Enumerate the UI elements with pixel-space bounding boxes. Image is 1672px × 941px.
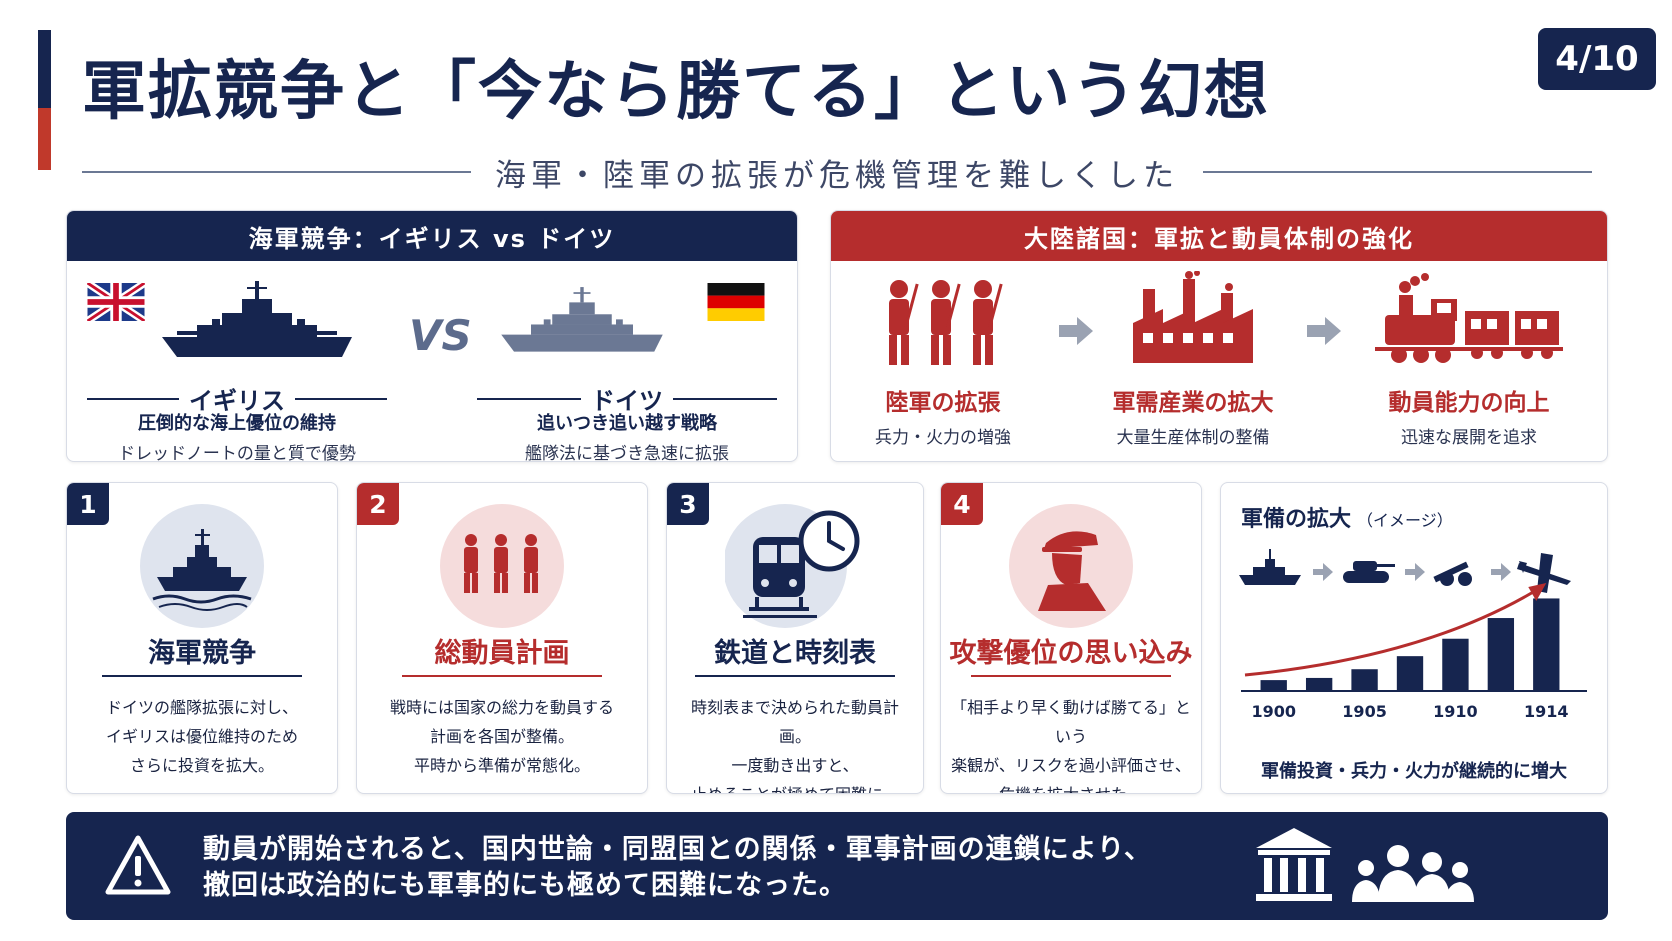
card-total-mobilization: 2 総動員計画 戦時には国家の総力を動員する 計画を各国が整備。 平時から準備が…	[356, 482, 648, 794]
conclusion-banner: 動員が開始されると、国内世論・同盟国との関係・軍事計画の連鎖により、 撤回は政治…	[66, 812, 1608, 920]
chart-tick-label: 1905	[1342, 702, 1387, 721]
subtitle-row: 海軍・陸軍の拡張が危機管理を難しくした	[82, 148, 1592, 196]
uk-flag-icon	[87, 283, 145, 321]
step-munitions-sub: 大量生産体制の整備	[1116, 428, 1270, 448]
chart-tick-label: 1914	[1524, 702, 1569, 721]
card-total-mobilization-title: 総動員計画	[434, 638, 570, 669]
arrow-right-icon	[1491, 563, 1511, 581]
naval-race-panel: 海軍競争：イギリス vs ドイツ イギ	[66, 210, 798, 462]
warning-icon	[105, 835, 171, 895]
tank-icon	[1343, 561, 1395, 583]
step-munitions-title: 軍需産業の拡大	[1112, 390, 1274, 416]
step-army-title: 陸軍の拡張	[885, 390, 1001, 416]
versus-label: VS	[409, 311, 472, 360]
arrow-right-icon	[1405, 563, 1425, 581]
germany-detail: 艦隊法に基づき急速に拡張	[525, 444, 729, 462]
card-railway-timetable-title: 鉄道と時刻表	[714, 638, 876, 669]
card-naval-race: 1 海軍競争 ドイツの艦隊拡張に対し、 イギリスは優位維持のため さらに投資を拡…	[66, 482, 338, 794]
chart-bar	[1487, 618, 1515, 691]
step-army-expansion: 陸軍の拡張 兵力・火力の増強	[843, 271, 1043, 461]
card-total-mobilization-body: 戦時には国家の総力を動員する 計画を各国が整備。 平時から準備が常態化。	[389, 698, 614, 775]
factory-icon	[1133, 271, 1253, 363]
title-accent-bar	[38, 30, 51, 170]
government-building-icon	[1256, 828, 1332, 901]
page-subtitle: 海軍・陸軍の拡張が危機管理を難しくした	[495, 157, 1179, 194]
page-number-badge: 4/10	[1538, 28, 1656, 90]
chart-footer: 軍備投資・兵力・火力が継続的に増大	[1261, 761, 1567, 782]
weapon-icons-row	[1239, 549, 1571, 593]
step-army-sub: 兵力・火力の増強	[875, 428, 1011, 448]
trend-arrow	[1244, 587, 1540, 677]
card-offensive-doctrine-title: 攻撃優位の思い込み	[949, 638, 1193, 669]
page-title: 軍拡競争と「今なら勝てる」という幻想	[82, 55, 1270, 129]
card-number-2: 2	[357, 483, 399, 525]
chart-bar	[1305, 677, 1333, 691]
steam-train-icon	[1375, 273, 1563, 363]
chart-bar	[1533, 598, 1560, 691]
trend-arrow-head	[1528, 583, 1547, 601]
arrow-right-icon	[1313, 563, 1333, 581]
warship-icon	[1239, 549, 1301, 585]
step-munitions: 軍需産業の拡大 大量生産体制の整備	[1093, 271, 1293, 461]
chart-tick-label: 1910	[1433, 702, 1478, 721]
germany-side: ドイツ 追いつき追い越す戦略 艦隊法に基づき急速に拡張	[477, 271, 777, 461]
chart-title: 軍備の拡大（イメージ）	[1241, 507, 1453, 532]
arrow-right-icon	[1059, 317, 1093, 345]
card-offensive-doctrine: 4 攻撃優位の思い込み 「相手より早く動けば勝てる」という 楽観が、リスクを過小…	[940, 482, 1202, 794]
german-battleship-icon	[501, 287, 663, 352]
arms-buildup-chart-card: 軍備の拡大（イメージ） 1900 1905 1910 1914 軍備投資・兵力・火力が…	[1220, 482, 1608, 794]
train-clock-icon	[725, 504, 860, 628]
card-railway-timetable-body: 時刻表まで決められた動員計画。 一度動き出すと、 止めることが極めて困難に。	[690, 698, 899, 793]
uk-detail: ドレッドノートの量と質で優勢	[118, 444, 356, 462]
card-number-1: 1	[67, 483, 109, 525]
german-flag-icon	[707, 283, 765, 321]
soldiers-icon	[889, 280, 1003, 365]
chart-bar	[1442, 638, 1469, 691]
battleship-icon	[140, 504, 264, 628]
card-naval-race-title: 海軍競争	[148, 638, 256, 669]
airplane-icon	[1517, 553, 1571, 593]
soldiers-icon	[440, 504, 564, 628]
germany-name: ドイツ	[591, 387, 663, 415]
step-mobilization: 動員能力の向上 迅速な展開を追求	[1349, 271, 1589, 461]
uk-side: イギリス 圧倒的な海上優位の維持 ドレッドノートの量と質で優勢	[87, 271, 387, 461]
card-railway-timetable: 3 鉄道と時刻表 時刻表まで決められた動員計画。 一度動き出すと、 止めることが…	[666, 482, 924, 794]
officer-profile-icon	[1009, 504, 1133, 628]
chart-tick-label: 1900	[1251, 702, 1296, 721]
naval-race-heading: 海軍競争：イギリス vs ドイツ	[67, 211, 797, 261]
chart-bar	[1260, 680, 1287, 691]
conclusion-text: 動員が開始されると、国内世論・同盟国との関係・軍事計画の連鎖により、 撤回は政治…	[203, 834, 1153, 901]
chart-x-ticks: 1900 1905 1910 1914	[1251, 702, 1568, 721]
card-number-3: 3	[667, 483, 709, 525]
artillery-icon	[1433, 561, 1472, 586]
step-mobilization-title: 動員能力の向上	[1388, 390, 1550, 416]
chart-bar	[1396, 656, 1424, 691]
chart-title-note: （イメージ）	[1357, 511, 1453, 530]
uk-name: イギリス	[189, 387, 285, 415]
germany-strategy: 追いつき追い越す戦略	[537, 413, 717, 434]
card-naval-race-body: ドイツの艦隊拡張に対し、 イギリスは優位維持のため さらに投資を拡大。	[105, 698, 298, 775]
uk-battleship-icon	[162, 281, 352, 357]
chart-bar	[1351, 669, 1378, 691]
step-mobilization-sub: 迅速な展開を追求	[1401, 428, 1537, 448]
uk-strategy: 圧倒的な海上優位の維持	[138, 413, 336, 434]
government-people-icons	[1256, 828, 1474, 902]
continental-heading: 大陸諸国：軍拡と動員体制の強化	[831, 211, 1607, 261]
chart-bars	[1260, 598, 1560, 691]
card-number-4: 4	[941, 483, 983, 525]
card-offensive-doctrine-body: 「相手より早く動けば勝てる」という 楽観が、リスクを過小評価させ、 危機を拡大さ…	[951, 698, 1191, 793]
arms-buildup-chart: 1900 1905 1910 1914	[1239, 549, 1587, 721]
arrow-right-icon	[1307, 317, 1341, 345]
people-group-icon	[1352, 845, 1474, 902]
continental-panel: 大陸諸国：軍拡と動員体制の強化 陸軍の拡張 兵力・火力の増強	[830, 210, 1608, 462]
